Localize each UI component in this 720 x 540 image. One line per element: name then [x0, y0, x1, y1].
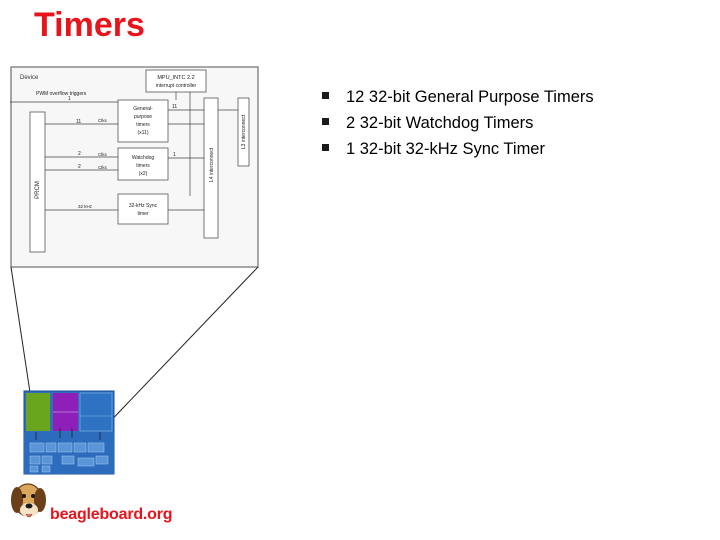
num-2a: 2 [78, 151, 81, 157]
sync-label-1: 32-kHz Sync [129, 203, 158, 209]
num-2b: 2 [78, 164, 81, 170]
wdt-label-2: timers [136, 163, 150, 169]
zoom-line-right [99, 266, 259, 433]
gpt-label-2: purpose [134, 114, 152, 120]
bullet-text: 2 32-bit Watchdog Timers [346, 114, 534, 132]
sync-timer-box [117, 193, 169, 225]
khz-label: 32 kHz [78, 204, 93, 209]
gpt-label-3: timers [136, 122, 150, 128]
mpu-label-2: interrupt controller [156, 83, 197, 89]
num-1-top: 1 [68, 96, 71, 102]
connection-lines [10, 92, 238, 211]
beagleboard-logo-text: beagleboard.org [50, 506, 173, 523]
wdt-label-1: Watchdog [132, 155, 155, 161]
prcm-label: PRCM [35, 181, 41, 199]
device-label: Device [20, 75, 39, 81]
sync-label-2: timer [137, 211, 148, 217]
bullet-square-icon [322, 92, 329, 99]
bullet-text: 1 32-bit 32-kHz Sync Timer [346, 140, 545, 158]
l4-label: L4 interconnect [209, 147, 215, 182]
bullet-item: 12 32-bit General Purpose Timers [318, 86, 594, 112]
num-1-right: 1 [173, 152, 176, 158]
clks-label-2: Clks [98, 152, 107, 157]
prcm-bar [29, 111, 46, 253]
bullet-item: 1 32-bit 32-kHz Sync Timer [318, 138, 594, 164]
chip-peripheral-area [24, 432, 114, 474]
clks-label-3: Clks [98, 165, 107, 170]
pwm-label: PWM overflow triggers [36, 91, 87, 97]
gpt-box [117, 99, 169, 143]
l4-bar [203, 97, 219, 239]
num-11-right: 11 [172, 104, 177, 110]
slide-title: Timers [34, 6, 145, 44]
wdt-label-3: (x2) [139, 171, 148, 177]
l3-bar [237, 97, 250, 167]
chip-green-block [26, 393, 50, 431]
gpt-label-1: General- [133, 106, 153, 112]
bullet-list: 12 32-bit General Purpose Timers 2 32-bi… [318, 86, 594, 164]
bullet-item: 2 32-bit Watchdog Timers [318, 112, 594, 138]
l3-label: L3 interconnect [241, 114, 247, 149]
bullet-square-icon [322, 118, 329, 125]
wdt-box [117, 147, 169, 181]
bullet-square-icon [322, 144, 329, 151]
beagle-dog-icon [11, 483, 46, 518]
clks-label-1: Clks [98, 118, 107, 123]
num-11: 11 [76, 119, 81, 125]
bullet-text: 12 32-bit General Purpose Timers [346, 88, 594, 106]
mpu-label-1: MPU_INTC 2.2 [157, 75, 194, 81]
gpt-label-4: (x11) [137, 130, 148, 136]
chip-blue-block [79, 392, 113, 432]
chip-peripheral-blocks [29, 442, 109, 473]
